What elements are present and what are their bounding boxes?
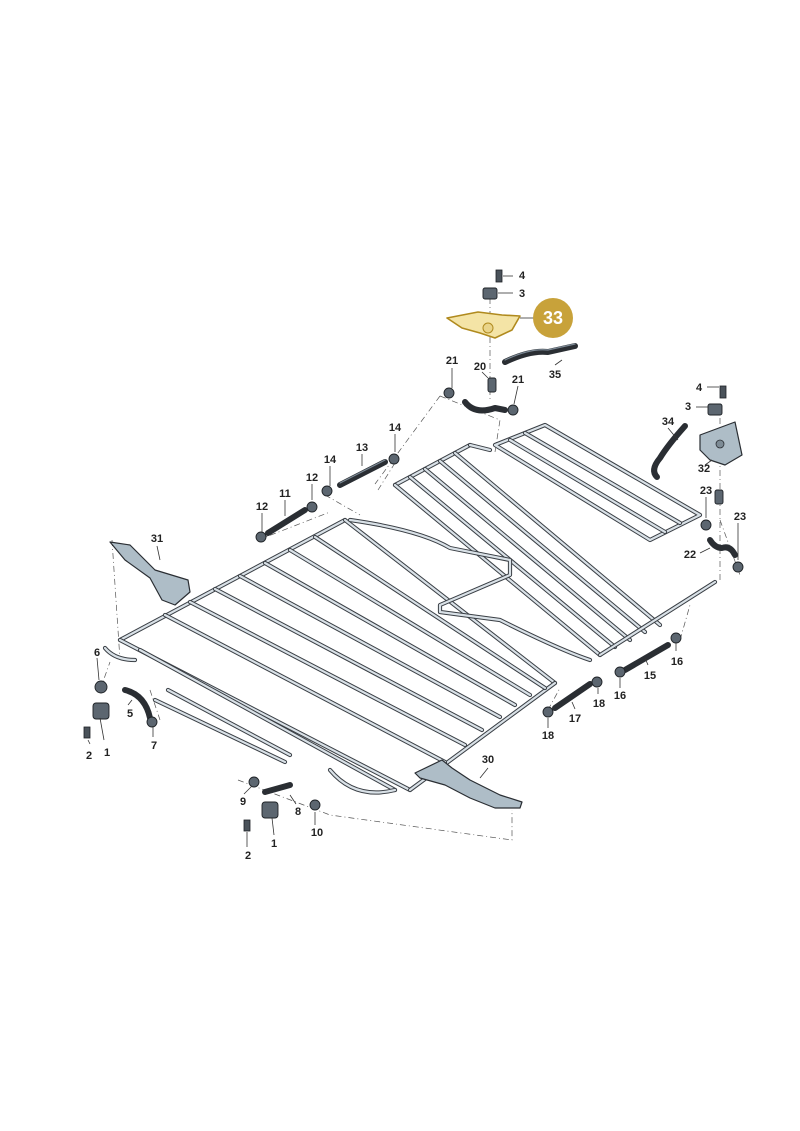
- part-label[interactable]: 18: [542, 730, 554, 742]
- part-label[interactable]: 7: [151, 740, 157, 752]
- part-label[interactable]: 35: [549, 369, 561, 381]
- hose-35: [502, 343, 578, 365]
- clamps: [92, 287, 744, 819]
- part-label[interactable]: 21: [512, 374, 524, 386]
- upper-radiator-grid: [347, 422, 718, 663]
- part-label[interactable]: 6: [94, 647, 100, 659]
- part-label[interactable]: 8: [295, 806, 301, 818]
- lower-radiator-grid: [102, 517, 558, 795]
- hoses: [122, 343, 738, 795]
- part-label[interactable]: 16: [614, 690, 626, 702]
- part-label[interactable]: 14: [324, 454, 337, 466]
- part-label[interactable]: 10: [311, 827, 323, 839]
- hose-13: [337, 459, 388, 488]
- part-label[interactable]: 17: [569, 713, 581, 725]
- part-label[interactable]: 11: [279, 488, 291, 500]
- part-label[interactable]: 23: [734, 511, 746, 523]
- part-label[interactable]: 30: [482, 754, 494, 766]
- part-label[interactable]: 4: [519, 270, 526, 282]
- part-label[interactable]: 2: [245, 850, 251, 862]
- bracket-31[interactable]: [109, 541, 191, 606]
- assembly-guide-lines: [99, 298, 741, 841]
- hose-15: [622, 642, 671, 673]
- part-label[interactable]: 9: [240, 796, 246, 808]
- part-label[interactable]: 21: [446, 355, 458, 367]
- screws: [83, 269, 727, 832]
- part-label[interactable]: 2: [86, 750, 92, 762]
- part-label[interactable]: 1: [104, 747, 110, 759]
- hose-5: [122, 687, 153, 721]
- hose-11: [265, 507, 308, 536]
- hose-17: [552, 681, 593, 711]
- hose-34: [651, 423, 688, 480]
- part-label[interactable]: 22: [684, 549, 696, 561]
- callout-33-label: 33: [543, 308, 563, 328]
- callout-33[interactable]: 33: [533, 298, 573, 338]
- part-label[interactable]: 13: [356, 442, 368, 454]
- part-label[interactable]: 3: [519, 288, 525, 300]
- part-label[interactable]: 16: [671, 656, 683, 668]
- part-label[interactable]: 31: [151, 533, 163, 545]
- hose-20: [462, 399, 508, 414]
- part-label[interactable]: 5: [127, 708, 133, 720]
- leader-lines: [87, 275, 739, 847]
- bracket-33[interactable]: [446, 311, 521, 339]
- part-label[interactable]: 15: [644, 670, 656, 682]
- part-label[interactable]: 3: [685, 401, 691, 413]
- part-label[interactable]: 34: [662, 416, 675, 428]
- part-label[interactable]: 14: [389, 422, 402, 434]
- bracket-30[interactable]: [414, 759, 523, 809]
- part-label[interactable]: 20: [474, 361, 486, 373]
- part-label[interactable]: 18: [593, 698, 605, 710]
- hose-22: [707, 537, 738, 558]
- part-label[interactable]: 32: [698, 463, 710, 475]
- part-labels: 4 3 35 21 20 21 4 3 34 32 23 23 22 14 13…: [86, 270, 746, 862]
- part-label[interactable]: 12: [256, 501, 268, 513]
- part-label[interactable]: 4: [696, 382, 703, 394]
- part-label[interactable]: 12: [306, 472, 318, 484]
- part-label[interactable]: 23: [700, 485, 712, 497]
- part-label[interactable]: 1: [271, 838, 277, 850]
- bracket-32[interactable]: [699, 421, 743, 466]
- hose-8: [262, 782, 293, 795]
